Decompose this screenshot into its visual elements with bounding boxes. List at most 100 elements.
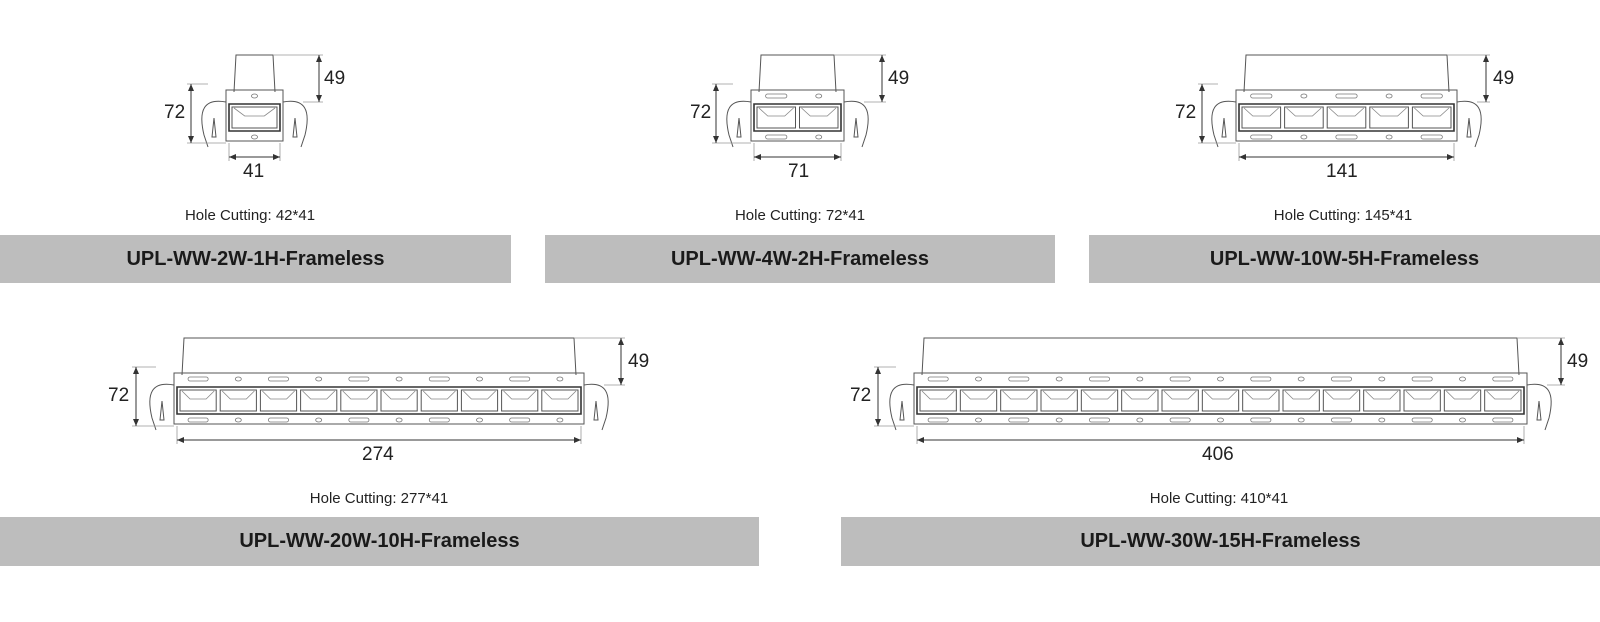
- screw-hole: [976, 418, 982, 422]
- height-dimension: 72: [850, 385, 872, 406]
- reflector-line: [1204, 391, 1236, 399]
- vent-slot: [349, 418, 369, 422]
- screw-hole: [1379, 418, 1385, 422]
- reflector-line: [504, 391, 536, 399]
- vent-slot: [1421, 94, 1442, 98]
- reflector-line: [1366, 391, 1398, 399]
- reflector-line: [1285, 391, 1317, 399]
- led-cell: [381, 390, 417, 411]
- spring-clip-right-foot: [1537, 401, 1541, 420]
- vent-slot: [1336, 94, 1357, 98]
- vent-slot: [188, 418, 208, 422]
- led-cell: [502, 390, 538, 411]
- vent-slot: [268, 418, 288, 422]
- led-cell: [542, 390, 578, 411]
- led-cell: [757, 107, 796, 128]
- vent-slot: [1170, 418, 1190, 422]
- vent-slot: [1170, 377, 1190, 381]
- body-frame: [914, 373, 1527, 424]
- depth-dimension-line-arrowhead: [1483, 95, 1489, 102]
- housing-outline: [922, 338, 1519, 375]
- screw-hole: [316, 418, 322, 422]
- screw-hole: [316, 377, 322, 381]
- reflector-line: [1325, 391, 1357, 399]
- lens-strip: [229, 104, 280, 131]
- vent-slot: [1251, 94, 1272, 98]
- height-dimension-line-arrowhead: [133, 367, 139, 374]
- depth-dimension-line-arrowhead: [1558, 338, 1564, 345]
- lens-strip: [917, 387, 1524, 414]
- hole-cutting-label: Hole Cutting: 410*41: [1149, 490, 1289, 507]
- screw-hole: [396, 377, 402, 381]
- reflector-line: [922, 391, 954, 399]
- width-dimension-line-arrowhead: [1239, 154, 1246, 160]
- screw-hole: [816, 135, 822, 139]
- reflector-line: [544, 391, 576, 399]
- screw-hole: [1379, 377, 1385, 381]
- height-dimension-line-arrowhead: [713, 136, 719, 143]
- screw-hole: [1298, 377, 1304, 381]
- height-dimension-line-arrowhead: [875, 367, 881, 374]
- lens-strip: [177, 387, 581, 414]
- led-cell: [800, 107, 839, 128]
- spring-clip-right: [1457, 101, 1481, 147]
- reflector-line: [463, 391, 495, 399]
- reflector-line: [1244, 108, 1279, 116]
- screw-hole: [477, 418, 483, 422]
- vent-slot: [1089, 377, 1109, 381]
- screw-hole: [1386, 94, 1392, 98]
- housing-outline: [182, 338, 576, 375]
- reflector-line: [1414, 108, 1449, 116]
- body-frame: [174, 373, 584, 424]
- reflector-line: [343, 391, 375, 399]
- spring-clip-left: [727, 101, 751, 147]
- depth-dimension: 49: [888, 68, 910, 89]
- reflector-line: [303, 391, 335, 399]
- width-dimension-line-arrowhead: [1447, 154, 1454, 160]
- spring-clip-right: [283, 101, 307, 147]
- reflector-line: [1083, 391, 1115, 399]
- vent-slot: [1251, 377, 1271, 381]
- led-cell: [1444, 390, 1480, 411]
- spring-clip-left-foot: [160, 401, 164, 420]
- reflector-line: [1446, 391, 1478, 399]
- vent-slot: [1331, 418, 1351, 422]
- width-dimension-line-arrowhead: [917, 437, 924, 443]
- screw-hole: [477, 377, 483, 381]
- led-cell: [341, 390, 377, 411]
- hole-cutting-label: Hole Cutting: 145*41: [1273, 207, 1413, 224]
- screw-hole: [1056, 377, 1062, 381]
- height-dimension: 72: [164, 102, 186, 123]
- depth-dimension: 49: [1567, 351, 1589, 372]
- led-cell: [232, 107, 277, 128]
- led-cell: [960, 390, 996, 411]
- screw-hole: [1137, 377, 1143, 381]
- screw-hole: [557, 418, 563, 422]
- housing-outline: [234, 55, 275, 92]
- led-cell: [1202, 390, 1238, 411]
- vent-slot: [766, 94, 787, 98]
- depth-dimension-line-arrowhead: [618, 338, 624, 345]
- screw-hole: [235, 377, 241, 381]
- screw-hole: [1460, 418, 1466, 422]
- screw-hole: [1218, 418, 1224, 422]
- width-dimension-line-arrowhead: [574, 437, 581, 443]
- spring-clip-left-foot: [212, 118, 216, 137]
- depth-dimension: 49: [324, 68, 346, 89]
- spring-clip-left: [890, 384, 914, 430]
- hole-cutting-label: Hole Cutting: 277*41: [309, 490, 449, 507]
- height-dimension-line-arrowhead: [188, 84, 194, 91]
- reflector-line: [1003, 391, 1035, 399]
- reflector-line: [234, 108, 275, 116]
- model-name-bar: UPL-WW-4W-2H-Frameless: [545, 235, 1055, 283]
- height-dimension-line-arrowhead: [1199, 136, 1205, 143]
- led-cell: [1404, 390, 1440, 411]
- led-cell: [1243, 390, 1279, 411]
- screw-hole: [1298, 418, 1304, 422]
- screw-hole: [1301, 135, 1307, 139]
- width-dimension-line-arrowhead: [177, 437, 184, 443]
- vent-slot: [188, 377, 208, 381]
- height-dimension: 72: [1175, 102, 1197, 123]
- vent-slot: [928, 377, 948, 381]
- depth-dimension: 49: [628, 351, 650, 372]
